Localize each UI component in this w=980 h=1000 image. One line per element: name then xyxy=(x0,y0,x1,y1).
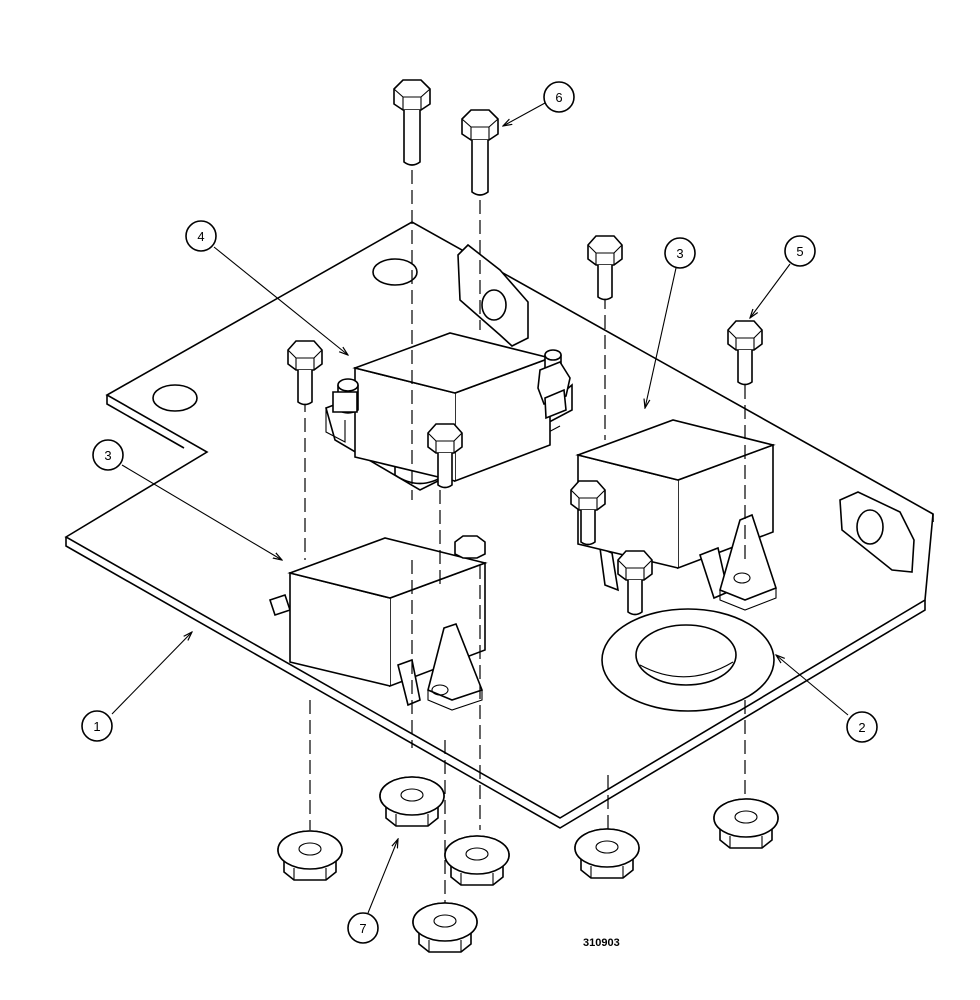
bolt-5 xyxy=(727,320,763,386)
assembly-lines xyxy=(304,170,746,905)
callout-5-label: 5 xyxy=(796,244,803,259)
bolt-long-left xyxy=(393,79,431,166)
nut-d xyxy=(412,902,478,953)
callout-3-left-label: 3 xyxy=(104,448,111,463)
nut-a xyxy=(379,776,445,827)
nut-e xyxy=(574,828,640,879)
callout-4: 4 xyxy=(185,220,217,252)
relay-3-left xyxy=(268,537,486,711)
callout-7: 7 xyxy=(347,912,379,944)
bolt-long-6 xyxy=(461,109,499,196)
bolt-relay4-rear xyxy=(332,391,358,413)
bolt-relay3-right xyxy=(587,235,623,301)
figure-number: 310903 xyxy=(583,937,620,949)
callout-7-label: 7 xyxy=(359,921,366,936)
callout-4-label: 4 xyxy=(197,229,204,244)
callout-2-label: 2 xyxy=(858,720,865,735)
callout-5: 5 xyxy=(784,235,816,267)
callout-1-label: 1 xyxy=(93,719,100,734)
mounting-tab-right xyxy=(839,491,915,573)
grommet xyxy=(601,608,775,712)
callout-3-right: 3 xyxy=(664,237,696,269)
mounting-tab-top xyxy=(457,243,529,347)
callout-1: 1 xyxy=(81,710,113,742)
bolt-relay3-left-top xyxy=(454,535,486,559)
callout-3-left: 3 xyxy=(92,439,124,471)
callout-6: 6 xyxy=(543,81,575,113)
callout-leaders xyxy=(111,102,849,914)
relay-3-right xyxy=(577,419,777,611)
callout-2: 2 xyxy=(846,711,878,743)
nut-c xyxy=(444,835,510,886)
callout-3-right-label: 3 xyxy=(676,246,683,261)
nut-b xyxy=(277,830,343,881)
callout-6-label: 6 xyxy=(555,90,562,105)
nut-f xyxy=(713,798,779,849)
